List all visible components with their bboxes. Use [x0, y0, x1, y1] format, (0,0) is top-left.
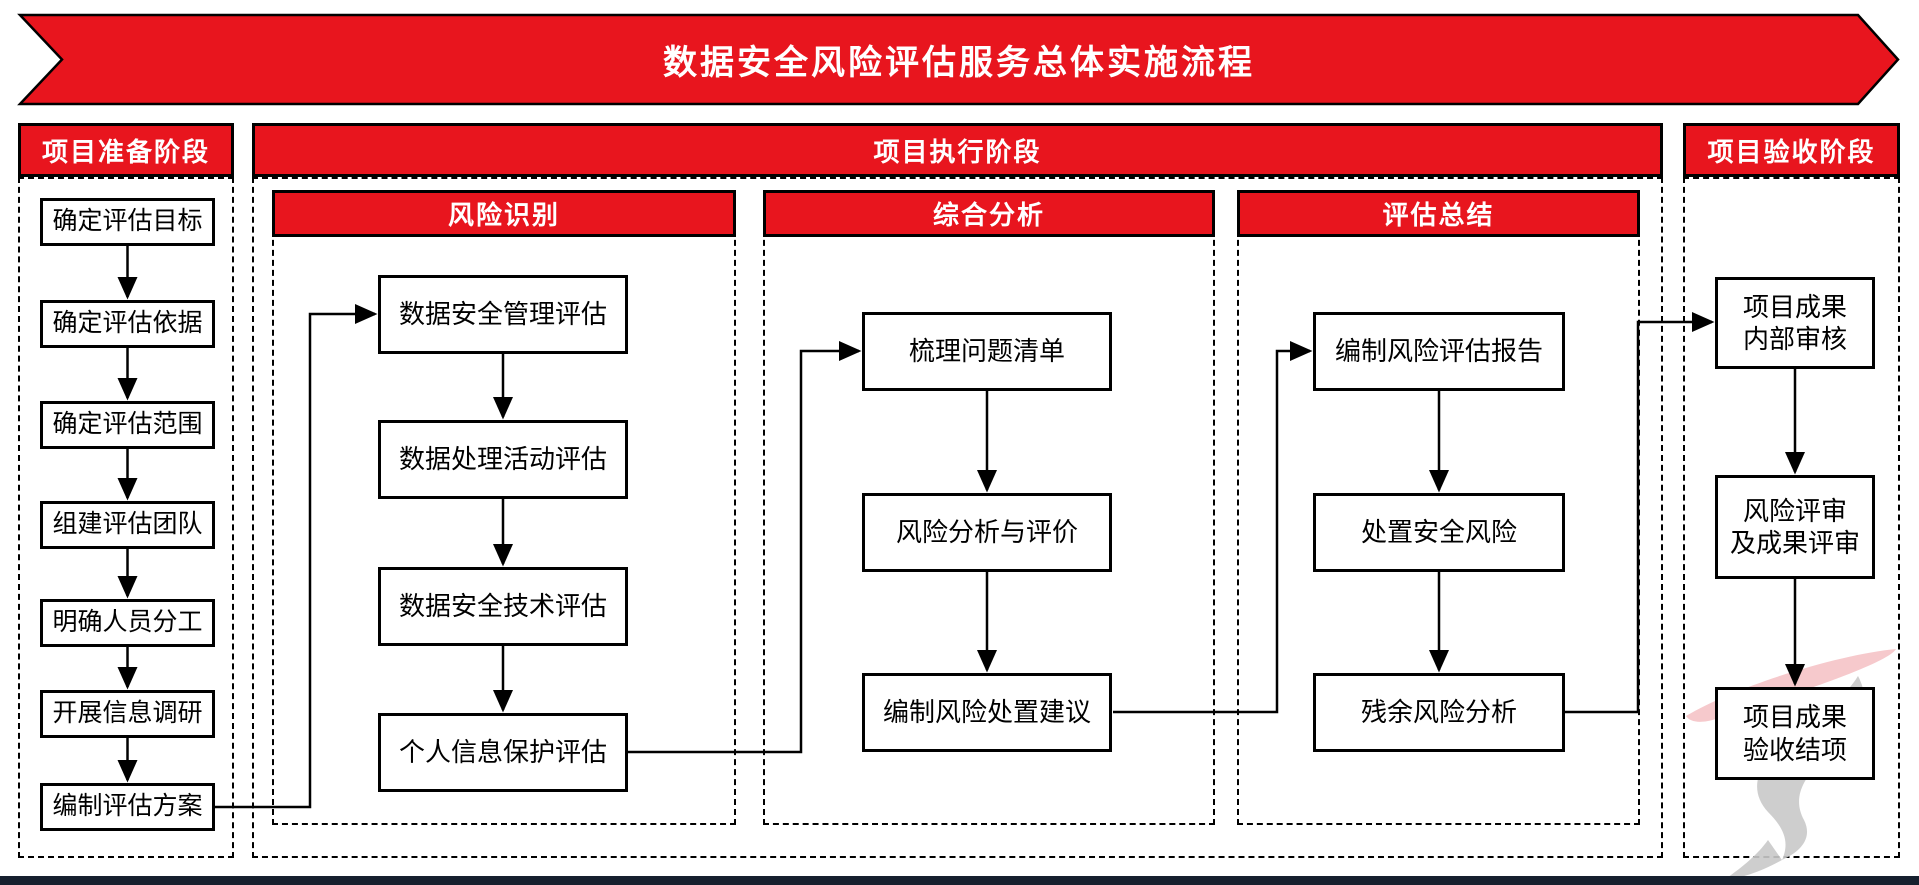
- step-define-basis: 确定评估依据: [40, 300, 215, 348]
- phase-header-prep: 项目准备阶段: [18, 123, 234, 177]
- step-risk-result-review-line2: 及成果评审: [1729, 528, 1860, 558]
- step-issue-list: 梳理问题清单: [862, 312, 1112, 391]
- step-internal-review-line1: 项目成果: [1742, 291, 1847, 322]
- step-risk-result-review-line1: 风险评审: [1742, 495, 1847, 526]
- group-header-risk-identification: 风险识别: [272, 190, 736, 237]
- step-issue-list-label: 梳理问题清单: [908, 336, 1065, 367]
- group-header-comprehensive-analysis-label: 综合分析: [932, 200, 1045, 230]
- step-define-basis-label: 确定评估依据: [52, 309, 203, 338]
- phase-header-prep-label: 项目准备阶段: [41, 136, 210, 167]
- step-info-research: 开展信息调研: [40, 690, 215, 738]
- phase-header-accept-label: 项目验收阶段: [1707, 136, 1876, 167]
- step-risk-analysis-label: 风险分析与评价: [895, 517, 1078, 548]
- step-assign-roles: 明确人员分工: [40, 599, 215, 647]
- step-define-goal: 确定评估目标: [40, 198, 215, 246]
- footer-bar: [0, 876, 1919, 885]
- step-risk-treatment-advice-label: 编制风险处置建议: [882, 697, 1091, 728]
- step-personal-info-assess: 个人信息保护评估: [378, 713, 628, 792]
- step-define-scope: 确定评估范围: [40, 401, 215, 449]
- step-project-closure: 项目成果 验收结项: [1715, 687, 1875, 780]
- step-make-plan: 编制评估方案: [40, 783, 215, 831]
- step-security-mgmt-assess: 数据安全管理评估: [378, 275, 628, 354]
- step-define-scope-label: 确定评估范围: [52, 410, 203, 439]
- step-project-closure-line2: 验收结项: [1742, 734, 1847, 765]
- step-security-mgmt-assess-label: 数据安全管理评估: [398, 299, 607, 330]
- step-personal-info-assess-label: 个人信息保护评估: [398, 737, 607, 768]
- step-project-closure-line1: 项目成果: [1742, 702, 1847, 732]
- step-residual-risk: 残余风险分析: [1313, 673, 1565, 752]
- group-header-assessment-summary: 评估总结: [1237, 190, 1640, 237]
- step-make-plan-label: 编制评估方案: [52, 792, 203, 821]
- step-info-research-label: 开展信息调研: [52, 699, 203, 728]
- step-risk-report: 编制风险评估报告: [1313, 312, 1565, 391]
- step-security-tech-assess-label: 数据安全技术评估: [398, 591, 607, 622]
- step-risk-result-review: 风险评审 及成果评审: [1715, 475, 1875, 579]
- step-define-goal-label: 确定评估目标: [52, 207, 203, 236]
- banner-ribbon: [17, 13, 1900, 106]
- step-data-activity-assess-label: 数据处理活动评估: [398, 444, 607, 475]
- step-internal-review: 项目成果 内部审核: [1715, 277, 1875, 369]
- step-internal-review-line2: 内部审核: [1742, 324, 1847, 354]
- step-risk-report-label: 编制风险评估报告: [1334, 336, 1543, 367]
- step-risk-treatment-advice: 编制风险处置建议: [862, 673, 1112, 752]
- group-header-risk-identification-label: 风险识别: [447, 200, 560, 230]
- banner-ribbon-shape: [17, 13, 1900, 106]
- phase-header-accept: 项目验收阶段: [1683, 123, 1900, 177]
- step-handle-risk: 处置安全风险: [1313, 493, 1565, 572]
- group-header-assessment-summary-label: 评估总结: [1382, 200, 1495, 230]
- step-build-team: 组建评估团队: [40, 501, 215, 549]
- phase-header-exec-label: 项目执行阶段: [873, 136, 1042, 167]
- group-header-comprehensive-analysis: 综合分析: [763, 190, 1215, 237]
- phase-header-exec: 项目执行阶段: [252, 123, 1663, 177]
- step-build-team-label: 组建评估团队: [52, 510, 203, 539]
- step-risk-analysis: 风险分析与评价: [862, 493, 1112, 572]
- step-assign-roles-label: 明确人员分工: [52, 608, 203, 637]
- step-security-tech-assess: 数据安全技术评估: [378, 567, 628, 646]
- step-handle-risk-label: 处置安全风险: [1360, 517, 1517, 548]
- page-title: 数据安全风险评估服务总体实施流程: [663, 44, 1255, 82]
- step-residual-risk-label: 残余风险分析: [1360, 697, 1517, 728]
- step-data-activity-assess: 数据处理活动评估: [378, 420, 628, 499]
